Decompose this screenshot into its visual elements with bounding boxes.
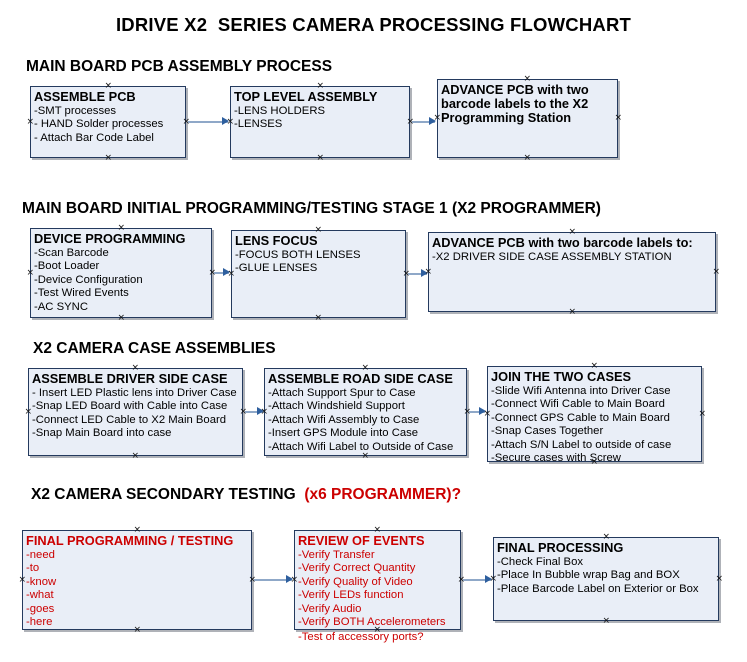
- box-line: -AC SYNC: [34, 300, 88, 313]
- box-line: -X2 DRIVER SIDE CASE ASSEMBLY STATION: [432, 251, 672, 263]
- box-line: -Scan Barcode: [34, 247, 109, 259]
- box-final-processing[interactable]: FINAL PROCESSING -Check Final Box -Place…: [493, 537, 719, 621]
- box-line: -Verify Correct Quantity: [298, 562, 416, 575]
- box-review-of-events[interactable]: REVIEW OF EVENTS -Verify Transfer -Verif…: [294, 530, 461, 643]
- box-lens-focus[interactable]: LENS FOCUS -FOCUS BOTH LENSES -GLUE LENS…: [231, 230, 406, 318]
- box-line: -Test Wired Events: [34, 287, 129, 300]
- box-line: -what: [26, 589, 54, 602]
- box-title: JOIN THE TWO CASES: [491, 369, 632, 384]
- box-advance-pcb-driver-side-case[interactable]: ADVANCE PCB with two barcode labels to: …: [428, 232, 716, 312]
- section-heading-3: X2 CAMERA CASE ASSEMBLIES: [33, 340, 276, 358]
- box-line: -Connect LED Cable to X2 Main Board: [32, 413, 227, 426]
- box-line: -Boot Loader: [34, 260, 100, 273]
- connector-line: [254, 579, 292, 581]
- box-line: -know: [26, 575, 57, 588]
- connector-line: [214, 272, 229, 274]
- connector-line: [412, 121, 435, 123]
- connector-line: [408, 273, 427, 275]
- box-line: -Device Configuration: [34, 273, 143, 286]
- section-heading-3-text: X2 CAMERA CASE ASSEMBLIES: [33, 340, 276, 357]
- box-line: -Verify Audio: [298, 602, 362, 615]
- page-title: IDRIVE X2 SERIES CAMERA PROCESSING FLOWC…: [115, 14, 632, 35]
- box-join-the-two-cases[interactable]: JOIN THE TWO CASES -Slide Wifi Antenna i…: [487, 366, 702, 465]
- box-title: ADVANCE PCB with two barcode labels to:: [432, 235, 693, 250]
- box-line: -Verify LEDs function: [298, 589, 404, 602]
- box-final-programming-testing[interactable]: FINAL PROGRAMMING / TESTING -need -to -k…: [22, 530, 252, 630]
- box-line: -here: [26, 616, 53, 629]
- box-line: - Insert LED Plastic lens into Driver Ca…: [32, 387, 237, 399]
- box-line: -Verify Quality of Video: [298, 575, 413, 588]
- box-line: -LENSES: [234, 118, 283, 131]
- connector-arrow: [429, 117, 436, 125]
- box-line: -GLUE LENSES: [235, 262, 318, 275]
- box-line: - Attach Bar Code Label: [34, 131, 154, 144]
- box-line: -Place Barcode Label on Exterior or Box: [497, 582, 699, 595]
- box-line: -Insert GPS Module into Case: [268, 427, 419, 440]
- box-line: - HAND Solder processes: [34, 118, 164, 131]
- box-assemble-road-side-case[interactable]: ASSEMBLE ROAD SIDE CASE -Attach Support …: [264, 368, 467, 456]
- connector-arrow: [222, 117, 229, 125]
- section-heading-2-text: MAIN BOARD INITIAL PROGRAMMING/TESTING S…: [22, 200, 601, 217]
- box-line: -FOCUS BOTH LENSES: [235, 249, 361, 261]
- section-heading-4-accent: (x6 PROGRAMMER)?: [304, 486, 462, 503]
- section-heading-1-text: MAIN BOARD PCB ASSEMBLY PROCESS: [26, 58, 333, 75]
- box-line: -LENS HOLDERS: [234, 105, 326, 117]
- connector-line: [245, 411, 263, 413]
- box-line: -Connect Wifi Cable to Main Board: [491, 398, 665, 411]
- connector-arrow: [421, 269, 428, 277]
- box-line: -Attach Wifi Assembly to Case: [268, 413, 420, 426]
- box-line: -Connect GPS Cable to Main Board: [491, 411, 670, 424]
- box-assemble-driver-side-case[interactable]: ASSEMBLE DRIVER SIDE CASE - Insert LED P…: [28, 368, 243, 456]
- box-title: FINAL PROCESSING: [497, 540, 624, 555]
- box-title: ADVANCE PCB with two barcode labels to t…: [441, 82, 589, 125]
- box-title: ASSEMBLE DRIVER SIDE CASE: [32, 371, 228, 386]
- connector-line: [188, 121, 228, 123]
- box-top-level-assembly[interactable]: TOP LEVEL ASSEMBLY -LENS HOLDERS -LENSES: [230, 86, 410, 158]
- box-line: -to: [26, 562, 40, 575]
- box-line: -goes: [26, 602, 55, 615]
- box-line: -Secure cases with Screw: [491, 452, 621, 465]
- box-title: ASSEMBLE ROAD SIDE CASE: [268, 371, 453, 386]
- box-line: -Attach Wifi Label to Outside of Case: [268, 440, 454, 453]
- box-line: -Place In Bubble wrap Bag and BOX: [497, 569, 680, 582]
- box-advance-pcb-programming-station[interactable]: ADVANCE PCB with two barcode labels to t…: [437, 79, 618, 158]
- box-line: -Verify BOTH Accelerometers: [298, 616, 446, 629]
- box-title: TOP LEVEL ASSEMBLY: [234, 89, 378, 104]
- connector-arrow: [257, 407, 264, 415]
- connector-arrow: [479, 407, 486, 415]
- box-line: -Snap Main Board into case: [32, 427, 172, 440]
- section-heading-4-text: X2 CAMERA SECONDARY TESTING: [31, 486, 296, 503]
- box-line: -Snap LED Board with Cable into Case: [32, 400, 228, 413]
- box-line: -Attach Support Spur to Case: [268, 387, 416, 399]
- box-overflow-line: -Test of accessory ports?: [298, 631, 424, 643]
- box-line: -SMT processes: [34, 105, 117, 117]
- box-device-programming[interactable]: DEVICE PROGRAMMING -Scan Barcode -Boot L…: [30, 228, 212, 318]
- connector-line: [469, 411, 485, 413]
- box-title: LENS FOCUS: [235, 233, 318, 248]
- box-line: -Snap Cases Together: [491, 425, 604, 438]
- box-line: -Attach Windshield Support: [268, 400, 405, 413]
- box-title: DEVICE PROGRAMMING: [34, 231, 186, 246]
- box-line: -Check Final Box: [497, 556, 584, 568]
- section-heading-1: MAIN BOARD PCB ASSEMBLY PROCESS: [26, 58, 332, 76]
- section-heading-4: X2 CAMERA SECONDARY TESTING (x6 PROGRAMM…: [31, 486, 461, 504]
- connector-arrow: [485, 575, 492, 583]
- box-title: REVIEW OF EVENTS: [298, 533, 425, 548]
- section-heading-2: MAIN BOARD INITIAL PROGRAMMING/TESTING S…: [22, 200, 601, 218]
- connector-arrow: [286, 575, 293, 583]
- box-line: -Attach S/N Label to outside of case: [491, 438, 672, 451]
- box-title: ASSEMBLE PCB: [34, 89, 136, 104]
- box-line: -Verify Transfer: [298, 549, 375, 561]
- connector-arrow: [223, 268, 230, 276]
- box-title: FINAL PROGRAMMING / TESTING: [26, 533, 234, 548]
- box-line: -need: [26, 549, 55, 561]
- connector-line: [463, 579, 491, 581]
- box-line: -Slide Wifi Antenna into Driver Case: [491, 385, 671, 397]
- box-assemble-pcb[interactable]: ASSEMBLE PCB -SMT processes - HAND Solde…: [30, 86, 186, 158]
